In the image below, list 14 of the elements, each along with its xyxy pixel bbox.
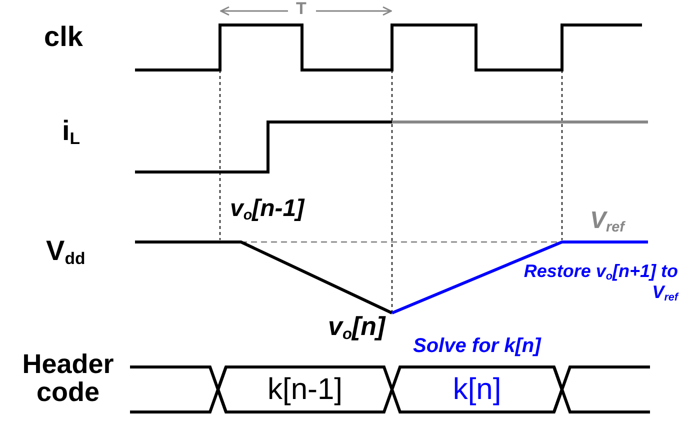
signal-label: Header code: [21, 350, 115, 407]
bus-segment: [218, 367, 392, 412]
signal-label: Solve for k[n]: [413, 336, 541, 357]
signal-label: V$_{dd}$: [46, 236, 86, 268]
signal-label: clk: [44, 22, 83, 52]
bus-value: k[n]: [452, 372, 502, 406]
signal-label: v$_{o}$[n]: [328, 313, 386, 344]
bus-value: k[n-1]: [267, 372, 343, 406]
signal-label: i$_{L}$: [62, 116, 80, 148]
signal-label: V$_{ref}$: [590, 208, 624, 236]
signal-label: T: [296, 0, 306, 18]
signal-label: Restore v$_{o}$[n+1] to V$_{ref}$: [522, 262, 678, 304]
signal-label: v$_{o}$[n-1]: [230, 196, 304, 224]
bus-segment: [392, 367, 562, 412]
